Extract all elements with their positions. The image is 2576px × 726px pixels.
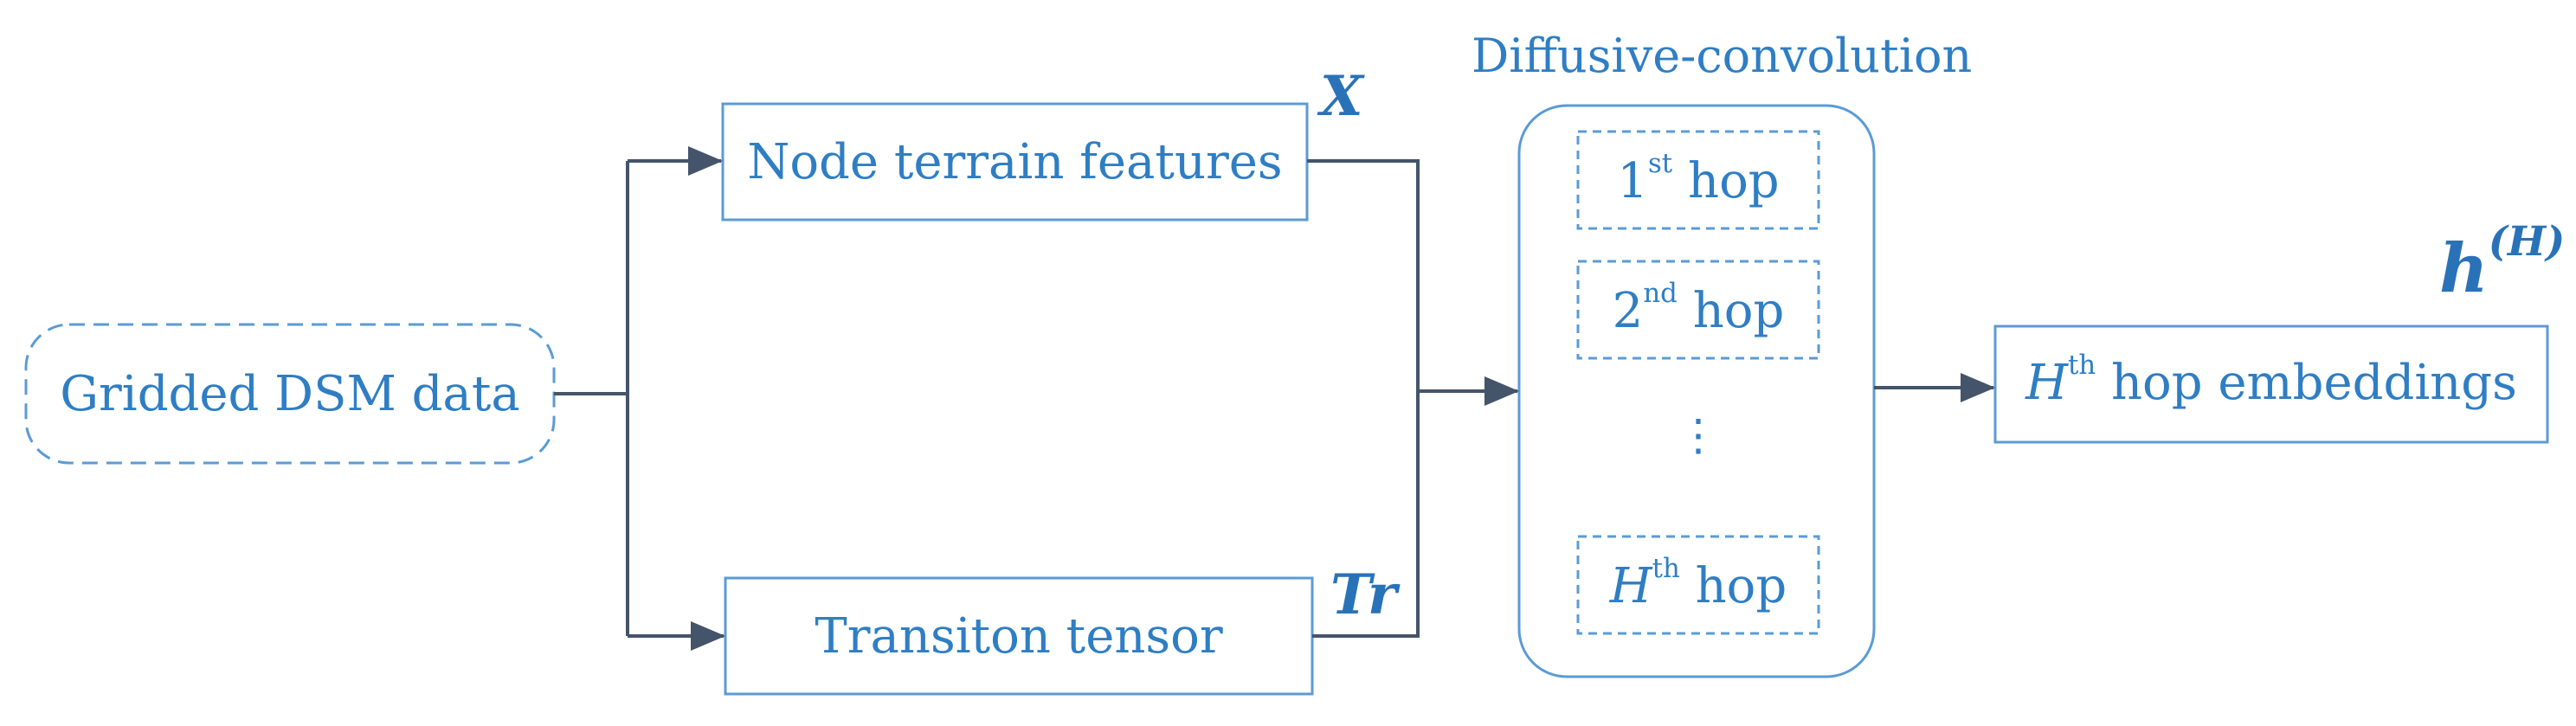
output-box: [1993, 324, 2549, 444]
hop-box-h: [1576, 535, 1820, 635]
node-features-label: Node terrain features: [747, 134, 1283, 190]
hop-box-1: [1576, 130, 1820, 230]
hop-h-word: hop: [1695, 558, 1787, 614]
hop-label-2: 2nd hop: [1578, 279, 1819, 336]
hop-h-base: H: [1609, 558, 1652, 614]
hop-2-word: hop: [1692, 283, 1785, 339]
symbol-x: X: [1320, 64, 1363, 129]
hop-2-base: 2: [1612, 283, 1644, 339]
symbol-h: h(H): [2439, 222, 2565, 303]
hop-label-h: Hth hop: [1578, 555, 1819, 611]
hop-1-base: 1: [1617, 153, 1648, 209]
symbol-h-sup: (H): [2488, 217, 2566, 266]
connectors: [554, 146, 1995, 651]
symbol-tr: Tr: [1330, 562, 1397, 627]
output-sup: th: [2067, 349, 2096, 381]
hop-ellipsis: ⋮: [1677, 410, 1720, 460]
hop-1-sup: st: [1648, 147, 1673, 179]
output-base: H: [2025, 355, 2068, 411]
symbol-h-base: h: [2439, 229, 2489, 308]
features-out: [1307, 159, 1420, 638]
transition-label: Transiton tensor: [815, 608, 1223, 665]
gridded-dsm-label: Gridded DSM data: [60, 366, 520, 422]
hop-box-2: [1576, 260, 1820, 360]
hop-label-1: 1st hop: [1578, 150, 1819, 206]
diffusive-container: [1517, 104, 1876, 678]
output-label: Hth hop embeddings: [1995, 351, 2547, 408]
output-word: hop embeddings: [2110, 355, 2517, 411]
hop-h-sup: th: [1652, 552, 1680, 584]
hop-2-sup: nd: [1643, 277, 1678, 309]
hop-1-word: hop: [1688, 153, 1780, 209]
diffusive-title: Diffusive-convolution: [1472, 29, 1973, 83]
